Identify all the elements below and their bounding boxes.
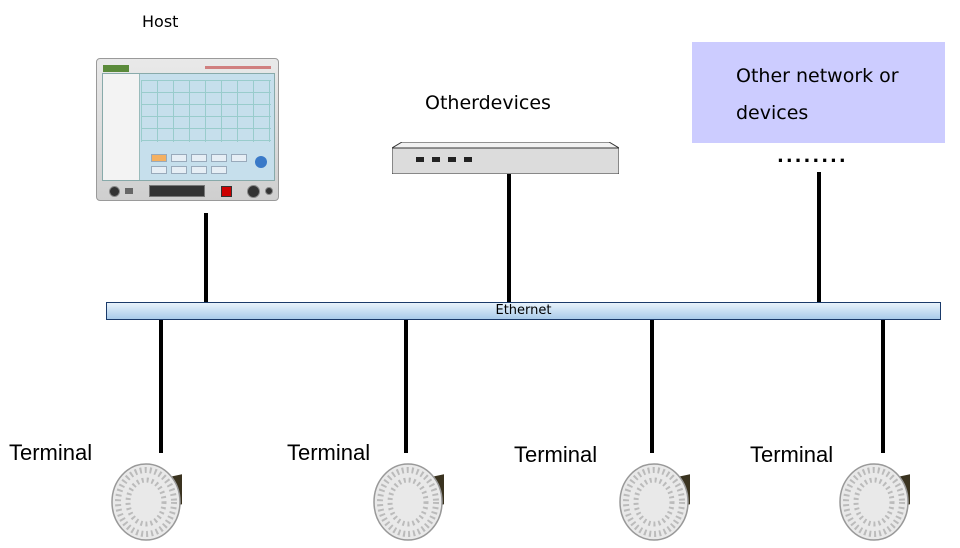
terminal-connector-line (881, 320, 885, 453)
host-screen-grid (141, 80, 271, 142)
disc-slot (149, 185, 205, 197)
host-screen-button (231, 154, 247, 162)
knob-icon (109, 186, 120, 197)
jack-icon (265, 187, 273, 195)
other-network-box: Other network or devices (692, 42, 945, 143)
speaker-icon (616, 462, 696, 542)
usb-port-icon (125, 188, 133, 194)
network-switch-icon (390, 141, 621, 175)
host-front-panel (97, 179, 280, 202)
ethernet-bus: Ethernet (106, 302, 941, 320)
host-screen-button (171, 166, 187, 174)
terminal-label: Terminal (750, 442, 834, 467)
ellipsis-dots: ........ (777, 146, 848, 167)
other-devices-connector-line (507, 174, 511, 305)
terminal-label: Terminal (9, 440, 93, 465)
terminal-connector-line (159, 320, 163, 453)
speaker-icon (108, 462, 188, 542)
host-screen-button (151, 166, 167, 174)
ethernet-label: Ethernet (495, 303, 552, 318)
host-logo (103, 65, 129, 72)
host-screen-logo-icon (255, 156, 267, 168)
speaker-icon (836, 462, 916, 542)
host-chassis (96, 58, 279, 201)
network-connector-line (817, 172, 821, 305)
other-devices-label: Otherdevices (425, 92, 551, 114)
host-screen-button (211, 154, 227, 162)
host-title-strip (205, 66, 271, 69)
other-network-line-2: devices (736, 102, 809, 124)
host-device (96, 58, 279, 201)
other-network-line-1: Other network or (736, 65, 899, 87)
host-screen-button (211, 166, 227, 174)
host-connector-line (204, 213, 208, 305)
terminal-label: Terminal (287, 440, 371, 465)
host-label: Host (142, 12, 179, 31)
terminal-label: Terminal (514, 442, 598, 467)
power-button-icon (221, 186, 232, 197)
volume-knob-icon (247, 185, 260, 198)
host-screen-sidebar (103, 74, 140, 180)
host-screen (102, 73, 275, 181)
host-screen-button (151, 154, 167, 162)
terminal-connector-line (650, 320, 654, 453)
speaker-icon (370, 462, 450, 542)
host-screen-button (191, 154, 207, 162)
terminal-connector-line (404, 320, 408, 453)
host-screen-button (191, 166, 207, 174)
other-network-text: Other network or devices (736, 58, 899, 132)
host-screen-button (171, 154, 187, 162)
